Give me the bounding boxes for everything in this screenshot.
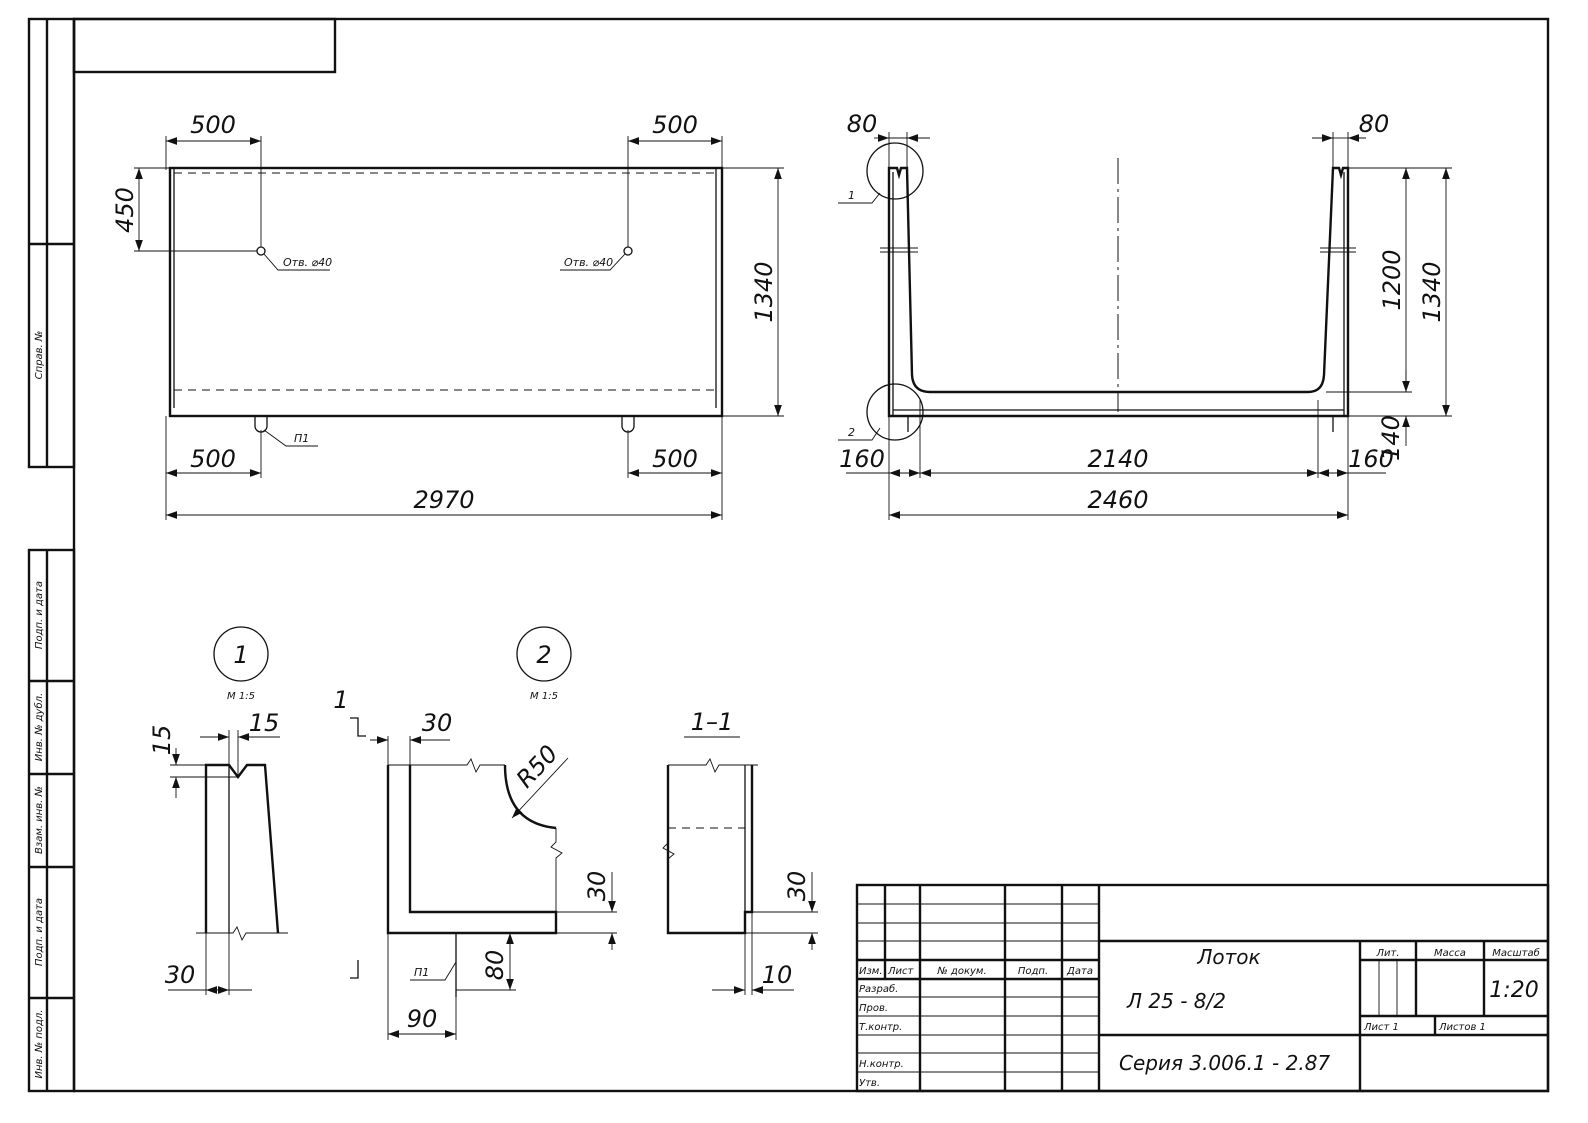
dim-500-bottom-right: 500 xyxy=(652,445,698,473)
detail-2-scale: М 1:5 xyxy=(530,691,558,702)
title-block xyxy=(855,883,1550,1093)
section-1-1-dim-10: 10 xyxy=(762,961,793,989)
tb-product-code: Л 25 - 8/2 xyxy=(1126,989,1226,1013)
detail-2-dim-80: 80 xyxy=(481,950,509,981)
dim-500-top-left: 500 xyxy=(190,111,236,139)
stamp-inv-dubl: Инв. № дубл. xyxy=(33,693,45,761)
detail-2-dim-30-top: 30 xyxy=(422,709,453,737)
stamp-inv-podl: Инв. № подл. xyxy=(34,1010,45,1079)
tb-series: Серия 3.006.1 - 2.87 xyxy=(1119,1051,1330,1075)
dim-2970: 2970 xyxy=(413,486,474,514)
tb-row-utv: Утв. xyxy=(859,1078,880,1089)
dim-160-left: 160 xyxy=(839,445,885,473)
detail-1-marker xyxy=(213,626,269,682)
tb-lit: Лит. xyxy=(1375,948,1399,959)
loop-label: П1 xyxy=(294,432,309,445)
detail-1-scale: М 1:5 xyxy=(227,691,255,702)
hole-label-left: Отв. ⌀40 xyxy=(283,256,332,269)
side-stamps: Справ. № Подп. и дата Инв. № дубл. Взам.… xyxy=(33,331,45,1079)
dim-160-right: 160 xyxy=(1348,445,1394,473)
dim-1200: 1200 xyxy=(1378,249,1406,310)
tb-scale-value: 1:20 xyxy=(1489,978,1538,1003)
tb-col-izm: Изм. xyxy=(859,966,883,977)
title-block-text: Изм. Лист № докум. Подп. Дата Разраб. Пр… xyxy=(859,945,1540,1089)
stamp-vzam: Взам. инв. № xyxy=(34,786,45,854)
hole-left xyxy=(256,246,266,256)
detail-2-radius: R50 xyxy=(511,740,564,794)
tb-sheets: Листов 1 xyxy=(1438,1022,1486,1033)
detail-1-number: 1 xyxy=(233,641,248,669)
dim-80-right: 80 xyxy=(1359,110,1390,138)
detail-2-dim-90: 90 xyxy=(407,1005,438,1033)
section-1-1-title: 1–1 xyxy=(691,708,734,736)
sheet-frame xyxy=(27,17,1550,1093)
cross-section-view xyxy=(866,142,1356,441)
callout-label-2: 2 xyxy=(848,426,855,439)
dim-2140: 2140 xyxy=(1087,445,1148,473)
detail-2-number: 2 xyxy=(536,641,551,669)
detail-1-dim-15-horizontal: 15 xyxy=(249,709,280,737)
callout-label-1: 1 xyxy=(848,189,855,202)
tb-col-doc: № докум. xyxy=(936,966,986,977)
loop-left xyxy=(254,416,268,433)
hole-label-right: Отв. ⌀40 xyxy=(564,256,613,269)
stamp-podp-2: Подп. и дата xyxy=(34,898,45,966)
dim-80-left: 80 xyxy=(847,110,878,138)
tb-row-razrab: Разраб. xyxy=(859,983,898,995)
dim-2460: 2460 xyxy=(1087,486,1148,514)
detail-2-loop-label: П1 xyxy=(414,966,429,979)
cross-section-dims xyxy=(838,132,1452,520)
tb-scale-label: Масштаб xyxy=(1492,947,1540,959)
front-view-dims xyxy=(134,136,784,520)
tb-sheet: Лист 1 xyxy=(1363,1022,1399,1033)
tb-row-prov: Пров. xyxy=(859,1003,888,1014)
detail-1-dim-15-vertical: 15 xyxy=(148,725,176,756)
tb-col-list: Лист xyxy=(887,966,915,977)
dim-500-top-right: 500 xyxy=(652,111,698,139)
stamp-sprav: Справ. № xyxy=(34,331,45,380)
tb-col-podp: Подп. xyxy=(1018,966,1048,977)
section-1-1: 1–1 30 10 xyxy=(662,708,818,995)
detail-2: 2 М 1:5 1 30 R50 30 80 90 П1 xyxy=(333,626,617,1040)
detail-2-dim-30-side: 30 xyxy=(583,871,611,902)
section-1-1-dim-30: 30 xyxy=(783,871,811,902)
detail-1: 1 М 1:5 15 15 30 xyxy=(148,626,288,995)
dim-500-bottom-left: 500 xyxy=(190,445,236,473)
tb-row-nkontr: Н.контр. xyxy=(859,1059,904,1070)
tb-mass: Масса xyxy=(1434,948,1466,959)
cross-section-labels: 80 80 1200 1340 140 160 2140 160 2460 1 … xyxy=(839,110,1446,514)
hole-right xyxy=(623,246,633,256)
tb-col-date: Дата xyxy=(1066,966,1093,977)
dim-1340-front: 1340 xyxy=(750,261,778,322)
stamp-podp-1: Подп. и дата xyxy=(34,581,45,649)
dim-1340-section: 1340 xyxy=(1418,261,1446,322)
tb-product-name: Лоток xyxy=(1196,945,1260,969)
detail-2-cut-label: 1 xyxy=(333,686,348,714)
callout-circle-2 xyxy=(866,383,924,441)
front-view xyxy=(168,166,724,433)
callout-circle-1 xyxy=(866,142,924,200)
detail-2-marker xyxy=(516,626,572,682)
loop-right xyxy=(621,416,635,433)
dim-140: 140 xyxy=(1377,415,1405,461)
dim-450: 450 xyxy=(111,187,139,233)
tb-row-tkontr: Т.контр. xyxy=(859,1022,902,1033)
detail-1-dim-30: 30 xyxy=(165,961,196,989)
front-view-labels: 500 500 450 1340 500 500 2970 Отв. ⌀40 О… xyxy=(111,111,778,514)
